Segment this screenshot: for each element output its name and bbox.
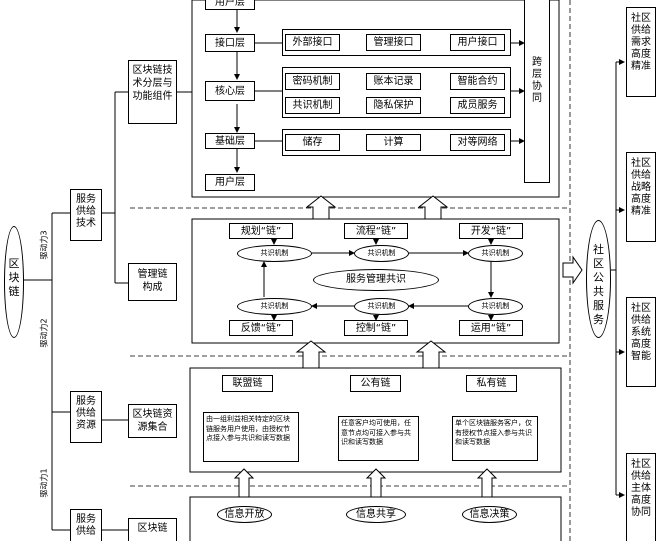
service-supply-resource-label: 服务供给资源: [76, 396, 96, 431]
service-supply-bottom-label: 服务供给: [76, 514, 96, 537]
layers-components-label: 区块链技术分层与功能组件: [132, 65, 173, 102]
service-supply-tech-label: 服务供给技术: [76, 194, 96, 229]
consensus-node-feedback: 共识机制: [237, 298, 312, 315]
core-layer: 核心层: [205, 81, 255, 101]
user-layer-bottom: 用户层: [205, 174, 255, 191]
public-chain-box: 公有链: [350, 375, 401, 392]
layers-components-box: 区块链技术分层与功能组件: [128, 60, 177, 124]
blockchain-circle: 区块链: [4, 226, 24, 338]
outcome-label-1: 社区供给需求高度精准: [631, 13, 651, 72]
service-supply-tech-box: 服务供给技术: [70, 189, 102, 241]
outcome-box-4: 社区供给主体高度协同: [626, 453, 656, 541]
info-open-oval: 信息开放: [217, 506, 272, 523]
smart-contract-box: 智能合约: [450, 73, 505, 90]
user-interface-box: 用户接口: [450, 34, 505, 51]
resource-set-label: 区块链资源集合: [132, 409, 173, 433]
mgmt-interface-box: 管理接口: [366, 34, 421, 51]
resource-set-box: 区块链资源集合: [128, 404, 177, 438]
control-chain-box: 控制“链”: [344, 320, 408, 336]
private-chain-box: 私有链: [466, 375, 517, 392]
info-decide-oval: 信息决策: [462, 506, 517, 523]
crypto-mechanism-box: 密码机制: [285, 73, 340, 90]
cross-layer-label: 跨层协同: [532, 57, 542, 104]
service-mgmt-consensus: 服务管理共识: [313, 269, 439, 291]
privacy-protection-box: 隐私保护: [366, 97, 421, 114]
compute-box: 计算: [366, 134, 421, 151]
outcome-box-3: 社区供给系统高度智能: [626, 297, 656, 387]
outcome-box-1: 社区供给需求高度精准: [626, 7, 656, 97]
consensus-node-develop: 共识机制: [468, 245, 523, 262]
consensus-node-plan: 共识机制: [237, 245, 312, 262]
private-chain-desc: 单个区块链服务客户，仅有授权节点接入参与共识和读写数据: [452, 416, 538, 461]
member-service-box: 成员服务: [450, 97, 505, 114]
public-chain-desc: 任意客户均可使用，任意节点均可接入参与共识和读写数据: [338, 416, 419, 461]
info-share-oval: 信息共享: [346, 506, 406, 523]
ledger-record-box: 账本记录: [366, 73, 421, 90]
mgmt-chain-label: 管理链构成: [137, 269, 168, 293]
blockchain-bottom-box: 区块链: [128, 518, 177, 541]
develop-chain-box: 开发“链”: [459, 223, 523, 239]
interface-layer: 接口层: [205, 34, 255, 52]
community-service-label: 社区公共服务: [593, 243, 604, 326]
consortium-chain-box: 联盟链: [222, 375, 273, 392]
driver-label-1: 驱动力1: [39, 468, 49, 498]
consensus-node-control: 共识机制: [354, 298, 409, 315]
service-supply-bottom-box: 服务供给: [70, 509, 102, 541]
operate-chain-box: 运用“链”: [459, 320, 523, 336]
outcome-label-4: 社区供给主体高度协同: [631, 459, 651, 518]
external-interface-box: 外部接口: [285, 34, 340, 51]
driver-label-3: 驱动力3: [39, 230, 49, 260]
feedback-chain-box: 反馈“链”: [229, 320, 293, 336]
cross-layer-box: 跨层协同: [524, 0, 550, 183]
process-chain-box: 流程“链”: [344, 223, 408, 239]
outcome-box-2: 社区供给战略高度精准: [626, 152, 656, 242]
plan-chain-box: 规划“链”: [229, 223, 293, 239]
blockchain-circle-label: 区块链: [8, 257, 20, 298]
outcome-label-2: 社区供给战略高度精准: [631, 158, 651, 217]
base-layer: 基础层: [205, 133, 255, 149]
outcome-label-3: 社区供给系统高度智能: [631, 303, 651, 362]
blockchain-bottom-label: 区块链: [137, 523, 168, 534]
p2p-network-box: 对等网络: [450, 134, 505, 151]
service-supply-resource-box: 服务供给资源: [70, 391, 102, 443]
consensus-node-process: 共识机制: [354, 245, 409, 262]
user-layer-top: 用户层: [205, 0, 255, 10]
community-service-oval: 社区公共服务: [586, 220, 611, 338]
driver-label-2: 驱动力2: [39, 318, 49, 348]
storage-box: 储存: [285, 134, 340, 151]
mgmt-chain-box: 管理链构成: [128, 263, 177, 301]
consensus-mechanism-box: 共识机制: [285, 97, 340, 114]
consortium-chain-desc: 由一组利益相关特定的区块链服务用户使用，由授权节点接入参与共识和读写数据: [203, 412, 299, 462]
consensus-node-operate: 共识机制: [468, 298, 523, 315]
